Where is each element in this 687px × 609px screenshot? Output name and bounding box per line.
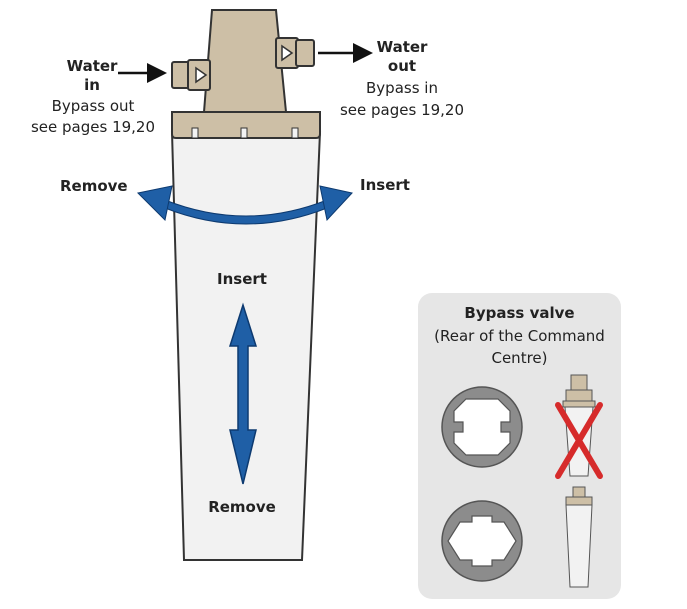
vertical-insert-label: Insert	[217, 270, 267, 288]
inlet-fitting	[171, 59, 211, 91]
bypass-out-label: Bypass out	[51, 97, 135, 115]
water-out-label: Water	[376, 38, 428, 56]
rotate-insert-label: Insert	[360, 176, 410, 194]
rotate-remove-label: Remove	[60, 177, 128, 195]
bypass-panel-subtitle-2: Centre)	[491, 349, 548, 367]
bypass-in-pages-label: see pages 19,20	[339, 101, 465, 119]
bypass-panel-title: Bypass valve	[464, 304, 575, 322]
rotation-arrow	[136, 185, 353, 225]
filter-head-base	[171, 111, 321, 139]
water-in-label-2: in	[84, 76, 100, 94]
outlet-fitting	[275, 37, 315, 69]
bypass-panel-subtitle: (Rear of the Command	[434, 327, 605, 345]
bypass-in-label: Bypass in	[366, 79, 438, 97]
water-in-label: Water	[66, 57, 118, 75]
bypass-out-pages-label: see pages 19,20	[30, 118, 156, 136]
vertical-arrow	[228, 302, 258, 485]
vertical-remove-label: Remove	[208, 498, 276, 516]
filter-head-top	[202, 9, 288, 113]
water-out-label-2: out	[387, 57, 417, 75]
